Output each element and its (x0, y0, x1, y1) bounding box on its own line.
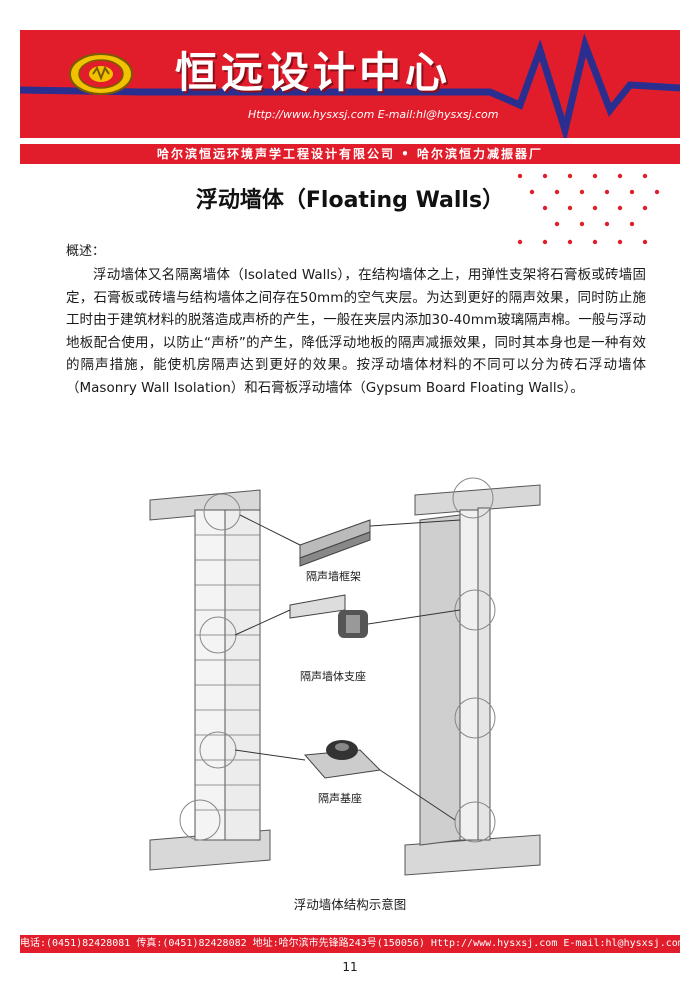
base-component (303, 740, 382, 779)
company-subtitle-bar: 哈尔滨恒远环境声学工程设计有限公司 • 哈尔滨恒力减振器厂 (20, 144, 680, 164)
gypsum-wall-illustration (404, 477, 541, 876)
company-logo-icon (69, 53, 133, 95)
overview-label: 概述： (66, 244, 106, 259)
dot-decoration (517, 173, 660, 245)
label-base: 隔声基座 (318, 792, 362, 805)
overview-paragraph: 浮动墙体又名隔离墙体（Isolated Walls），在结构墙体之上，用弹性支架… (66, 267, 646, 396)
support-component (289, 594, 368, 638)
masonry-wall-illustration (149, 489, 271, 871)
page-number: 11 (342, 960, 358, 974)
label-support: 隔声墙体支座 (300, 670, 366, 683)
floating-wall-diagram (149, 477, 541, 876)
label-frame: 隔声墙框架 (306, 570, 361, 583)
page-title: 浮动墙体（Floating Walls） (195, 188, 505, 213)
frame-component (299, 519, 371, 567)
brand-name: 恒远设计中心 (175, 48, 452, 97)
footer-contact-bar: 电话:(0451)82428081 传真:(0451)82428082 地址:哈… (20, 935, 680, 953)
figure-caption: 浮动墙体结构示意图 (293, 897, 407, 912)
header-urls: Http://www.hysxsj.com E-mail:hl@hysxsj.c… (248, 108, 499, 121)
header-banner: 恒远设计中心 Http://www.hysxsj.com E-mail:hl@h… (20, 30, 680, 138)
